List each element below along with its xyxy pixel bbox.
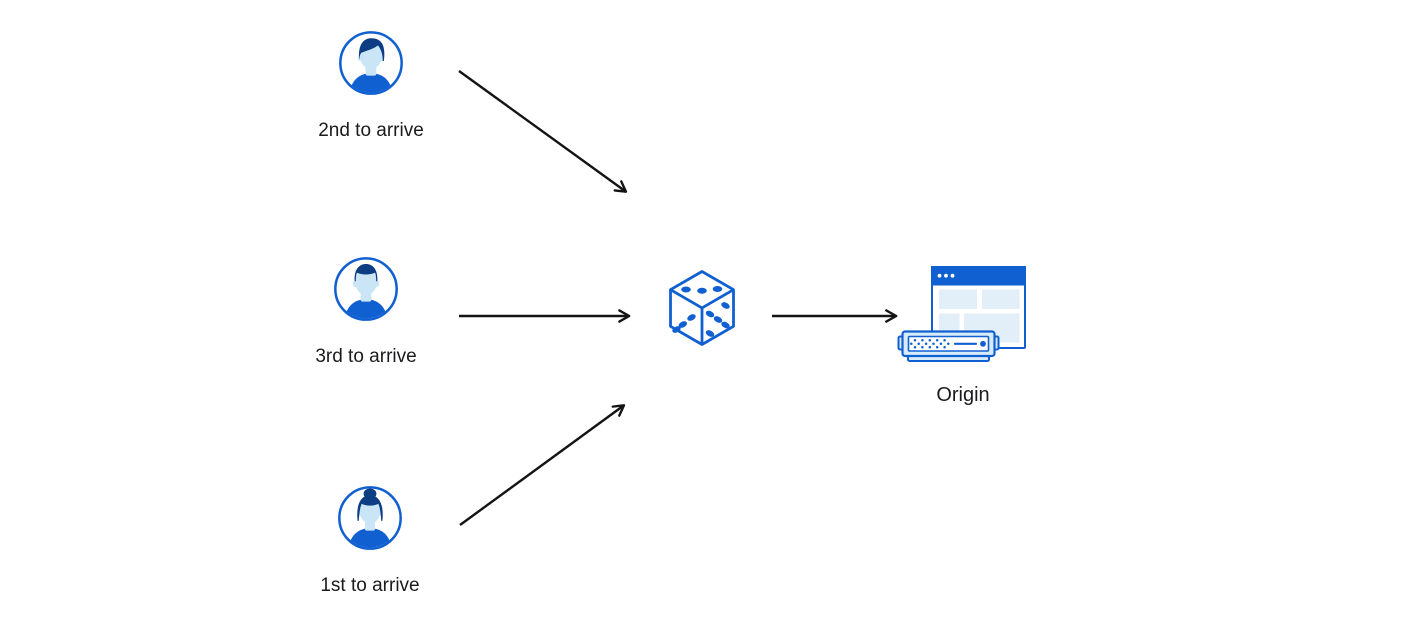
client-node-2nd: 2nd to arrive [306, 30, 436, 142]
arrow-client1-to-dice [459, 404, 626, 526]
client-label-3rd: 3rd to arrive [315, 346, 417, 367]
client-label-2nd: 2nd to arrive [318, 120, 424, 141]
origin-label: Origin [936, 384, 990, 406]
male-avatar-swoop-hair-icon [338, 30, 404, 101]
client-node-1st: 1st to arrive [305, 485, 435, 597]
dice-icon [667, 269, 737, 347]
origin-server-browser-icon [896, 260, 1030, 369]
origin-node: Origin [896, 260, 1030, 407]
male-avatar-short-hair-icon [333, 256, 399, 327]
client-label-1st: 1st to arrive [320, 575, 420, 596]
female-avatar-bun-hair-icon [337, 485, 403, 556]
client-node-3rd: 3rd to arrive [301, 256, 431, 368]
arrow-client2-to-dice [458, 70, 628, 193]
